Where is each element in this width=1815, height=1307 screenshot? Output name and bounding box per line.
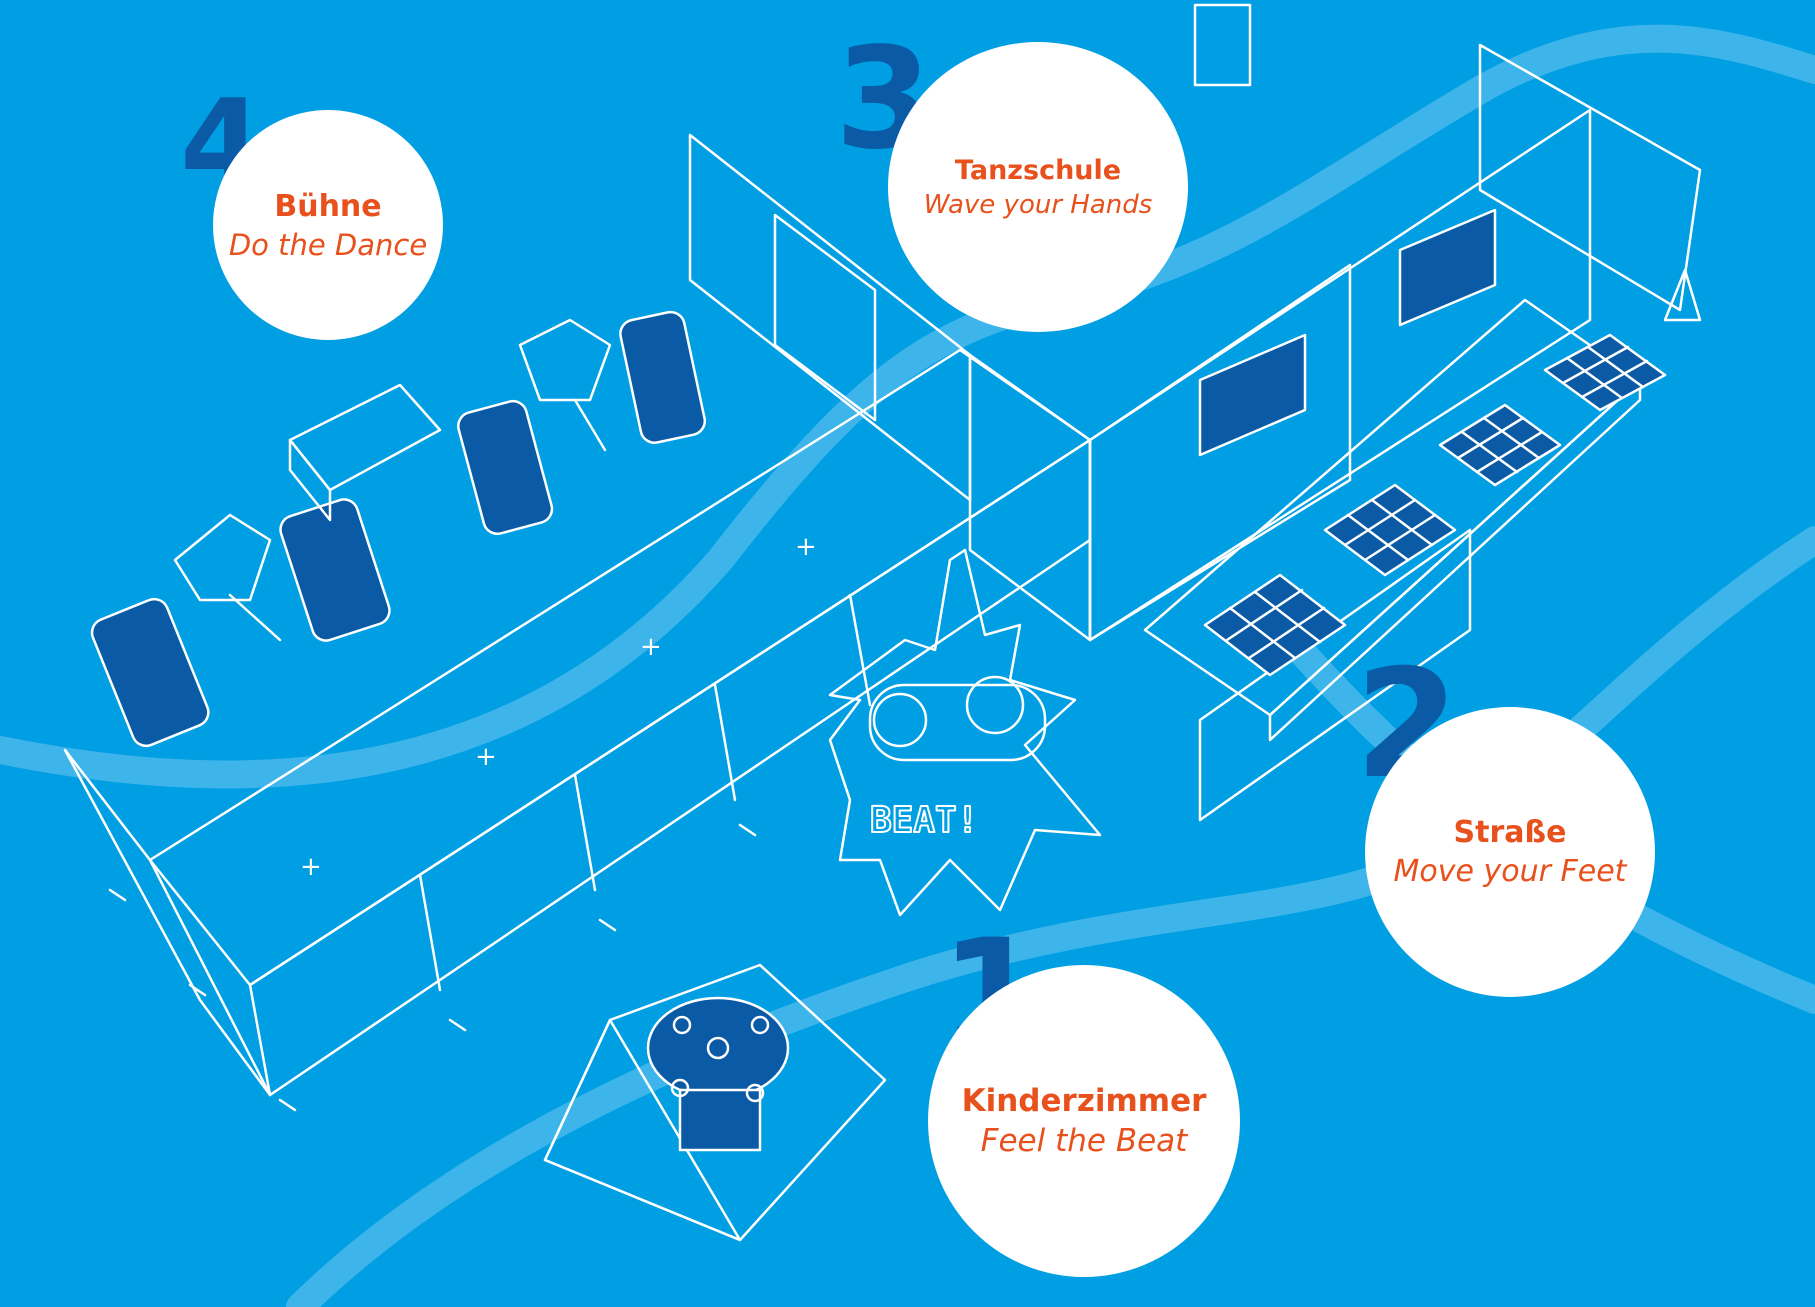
stage-bench — [288, 383, 442, 492]
svg-text:+: + — [300, 852, 322, 882]
dance-pad-1 — [1203, 573, 1347, 677]
controller-body — [868, 683, 1047, 762]
street-screen-1 — [1198, 333, 1307, 457]
street-end-panel — [1478, 43, 1702, 312]
svg-text:+: + — [640, 632, 662, 662]
ring-light-2 — [518, 318, 612, 402]
station-title-buehne: Bühne — [274, 188, 382, 224]
dance-pad-2 — [1323, 483, 1457, 577]
station-label-tanzschule: Tanzschule Wave your Hands — [888, 42, 1188, 332]
end-wall-left — [63, 748, 272, 1097]
street-wall-front — [1198, 528, 1472, 822]
station-subtitle-buehne: Do the Dance — [228, 227, 428, 262]
station-subtitle-kinderzimmer: Feel the Beat — [980, 1123, 1188, 1159]
station-label-buehne: Bühne Do the Dance — [213, 110, 443, 340]
phone-3 — [457, 399, 554, 536]
station-subtitle-tanzschule: Wave your Hands — [923, 189, 1153, 220]
controller-dpad — [872, 692, 928, 748]
dance-pads — [1203, 333, 1667, 677]
phone-2 — [279, 498, 391, 642]
beat-floor-text: BEAT! — [870, 800, 978, 841]
drum-top — [646, 996, 790, 1100]
phone-1 — [90, 597, 210, 748]
dance-pad-3 — [1438, 403, 1562, 487]
street-back-wall — [1088, 108, 1592, 642]
phone-4 — [619, 310, 707, 444]
beat-star-graphic: BEAT! — [828, 548, 1102, 917]
cone — [1663, 268, 1702, 322]
dance-pad-4 — [1543, 333, 1667, 412]
street-screen-2 — [1398, 208, 1497, 327]
ring-light-1 — [173, 513, 272, 602]
svg-text:+: + — [795, 532, 817, 562]
center-divider-wall — [968, 353, 1092, 642]
station-label-strasse: Straße Move your Feet — [1365, 707, 1655, 997]
star-burst — [828, 548, 1102, 917]
long-wall: + + + + — [63, 348, 1092, 1112]
controller-buttons — [965, 675, 1025, 735]
tanzschule-top-panel — [1193, 3, 1252, 87]
station-subtitle-strasse: Move your Feet — [1393, 854, 1627, 889]
svg-text:+: + — [475, 742, 497, 772]
street-screens — [1198, 208, 1497, 457]
street-floor-edge — [1268, 378, 1642, 742]
path-ribbon-lower — [286, 526, 1815, 1307]
station-label-kinderzimmer: Kinderzimmer Feel the Beat — [928, 965, 1240, 1277]
stage-props — [90, 310, 707, 748]
dance-school-doorway — [773, 213, 877, 422]
kinderzimmer-drum — [543, 963, 887, 1242]
station-title-tanzschule: Tanzschule — [954, 154, 1122, 186]
station-title-kinderzimmer: Kinderzimmer — [961, 1083, 1207, 1119]
street-side-wall — [1088, 263, 1352, 642]
station-title-strasse: Straße — [1453, 815, 1567, 850]
